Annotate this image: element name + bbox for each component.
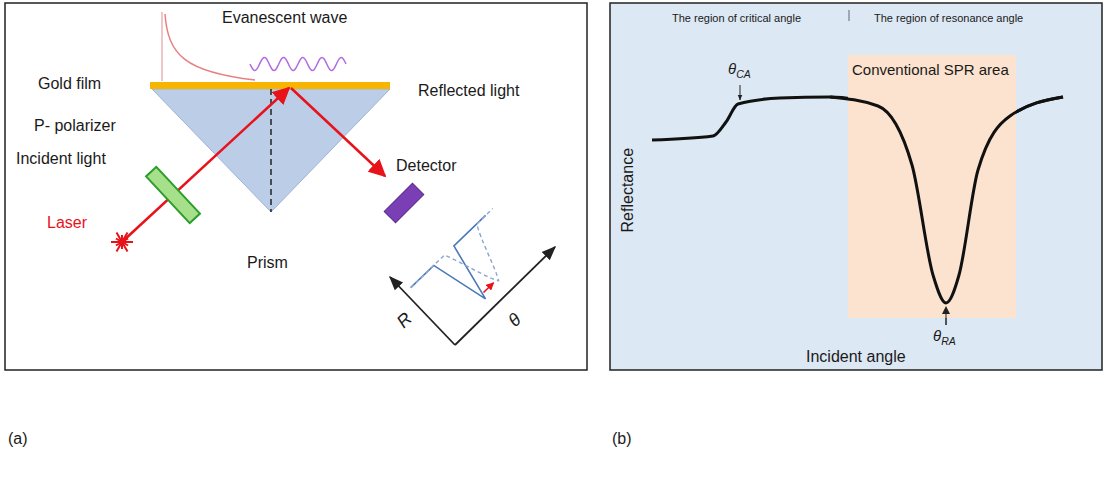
label: Laser [47,214,87,232]
label: θCA [728,60,751,77]
label: Gold film [38,75,101,93]
label: Reflectance [619,148,637,233]
theta-axis [455,247,555,345]
label: θRA [933,327,956,344]
plot-area [610,3,1102,370]
normal-line [270,89,272,212]
label: P- polarizer [34,117,116,135]
label: (b) [612,430,632,448]
label: (a) [8,430,28,448]
label: The region of critical angle [672,12,801,25]
label: Incident angle [806,348,906,366]
pointer-arrow [740,85,741,100]
decay-axis [161,12,162,81]
reflected-beam [291,88,385,176]
label: Incident light [16,150,106,168]
laser-source [111,232,133,251]
label: Reflected light [418,82,519,100]
pointer-arrow [946,311,947,325]
highlight-band: Conventional SPR area [848,55,1016,318]
label: Detector [396,157,456,175]
gold-film [150,82,390,89]
prism [152,89,390,212]
label: Evanescent wave [222,9,347,27]
evanescent-wave [250,57,346,70]
r-axis [390,277,455,345]
label: Prism [247,254,288,272]
incident-beam [123,88,289,241]
region-divider [849,10,850,21]
inset-curves [411,208,535,330]
reflectance-curve [830,97,1063,303]
label: The region of resonance angle [874,12,1023,25]
panel-frame [5,3,587,370]
polarizer [146,167,200,223]
pointer-arrow [942,306,950,314]
detector [384,183,424,223]
band-label: Conventional SPR area [848,55,1016,78]
